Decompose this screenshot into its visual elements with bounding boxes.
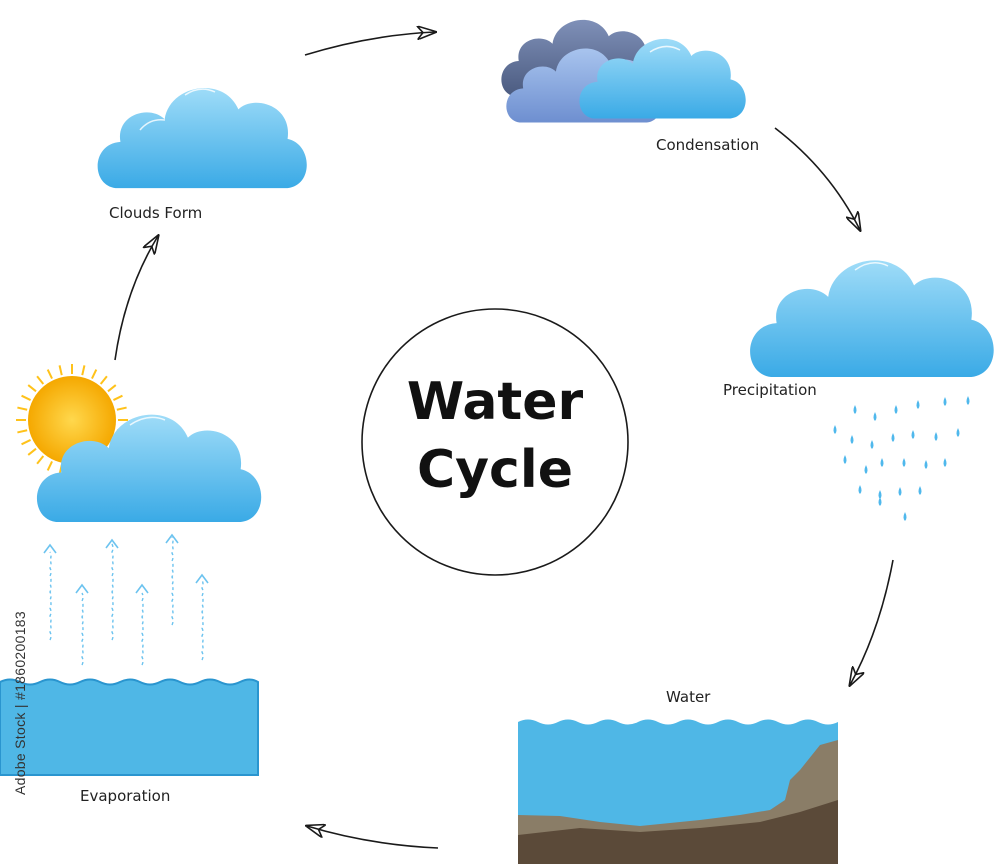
sun-ray [46, 461, 53, 471]
sun-ray [21, 394, 31, 401]
cloud-clouds-form [97, 88, 307, 189]
sun-ray [27, 447, 37, 456]
cycle-arrows [114, 32, 894, 849]
raindrop [934, 432, 938, 441]
raindrop [850, 435, 854, 444]
raindrop [873, 412, 877, 421]
vapor-arrowhead [75, 583, 89, 594]
arrow-evaporation-to-clouds [114, 236, 158, 361]
raindrop [898, 487, 902, 496]
raindrop [966, 396, 970, 405]
sun-ray [107, 384, 117, 393]
title-circle [361, 308, 629, 576]
vapor-line [49, 551, 52, 641]
sun-ray [81, 365, 86, 376]
raindrop [902, 458, 906, 467]
sun-ray [36, 455, 45, 465]
sun-ray [17, 429, 28, 434]
raindrop [924, 460, 928, 469]
vapor-arrowhead [165, 533, 179, 544]
sun-ray [99, 375, 108, 385]
cloud-condensation [501, 19, 746, 123]
label-evaporation: Evaporation [80, 787, 171, 805]
vapor-arrowhead [105, 538, 119, 549]
arrow-condensation-to-precipitation [774, 127, 860, 230]
sun-ray [17, 406, 28, 411]
label-precipitation: Precipitation [723, 381, 817, 399]
cloud-evaporation [36, 414, 262, 522]
vapor-arrowhead [195, 573, 209, 584]
label-condensation: Condensation [656, 136, 760, 154]
raindrop [891, 433, 895, 442]
sun-ray [27, 384, 37, 393]
arrow-water-to-evaporation [307, 826, 439, 849]
sun-ray [46, 369, 53, 379]
sun-ray [58, 365, 63, 376]
raindrops [833, 396, 970, 521]
raindrop [943, 397, 947, 406]
vapor-line [81, 592, 84, 666]
raindrop [870, 440, 874, 449]
vapor-arrowhead [43, 543, 57, 554]
raindrop [911, 430, 915, 439]
cloud-precipitation [750, 260, 994, 377]
vapor-arrows [43, 533, 209, 666]
raindrop [833, 425, 837, 434]
vapor-line [141, 592, 144, 666]
raindrop [878, 490, 882, 499]
sun-ray [116, 406, 127, 411]
raindrop [943, 458, 947, 467]
raindrop [903, 512, 907, 521]
vapor-arrowhead [135, 583, 149, 594]
sun-ray [91, 369, 98, 379]
raindrop [918, 486, 922, 495]
raindrop [956, 428, 960, 437]
vapor-line [171, 536, 174, 626]
vapor-line [111, 543, 114, 641]
label-clouds-form: Clouds Form [109, 204, 203, 222]
raindrop [858, 485, 862, 494]
label-water: Water [666, 688, 711, 706]
arrow-precipitation-to-water [850, 559, 894, 685]
arrow-clouds-to-condensation [304, 32, 435, 56]
evaporation-water [0, 678, 259, 776]
sun-ray [21, 439, 31, 446]
sun-ray [36, 375, 45, 385]
page-title: Water Cycle [360, 368, 630, 504]
raindrop [894, 405, 898, 414]
raindrop [843, 455, 847, 464]
stock-credit: Adobe Stock | #1860200183 [12, 611, 28, 795]
title-line-1: Water [406, 372, 584, 432]
raindrop [878, 497, 882, 506]
raindrop [916, 400, 920, 409]
title-line-2: Cycle [417, 440, 573, 500]
sun-ray [113, 394, 123, 401]
vapor-line [201, 579, 204, 661]
raindrop [864, 465, 868, 474]
raindrop [853, 405, 857, 414]
raindrop [880, 458, 884, 467]
water-body [518, 719, 838, 864]
